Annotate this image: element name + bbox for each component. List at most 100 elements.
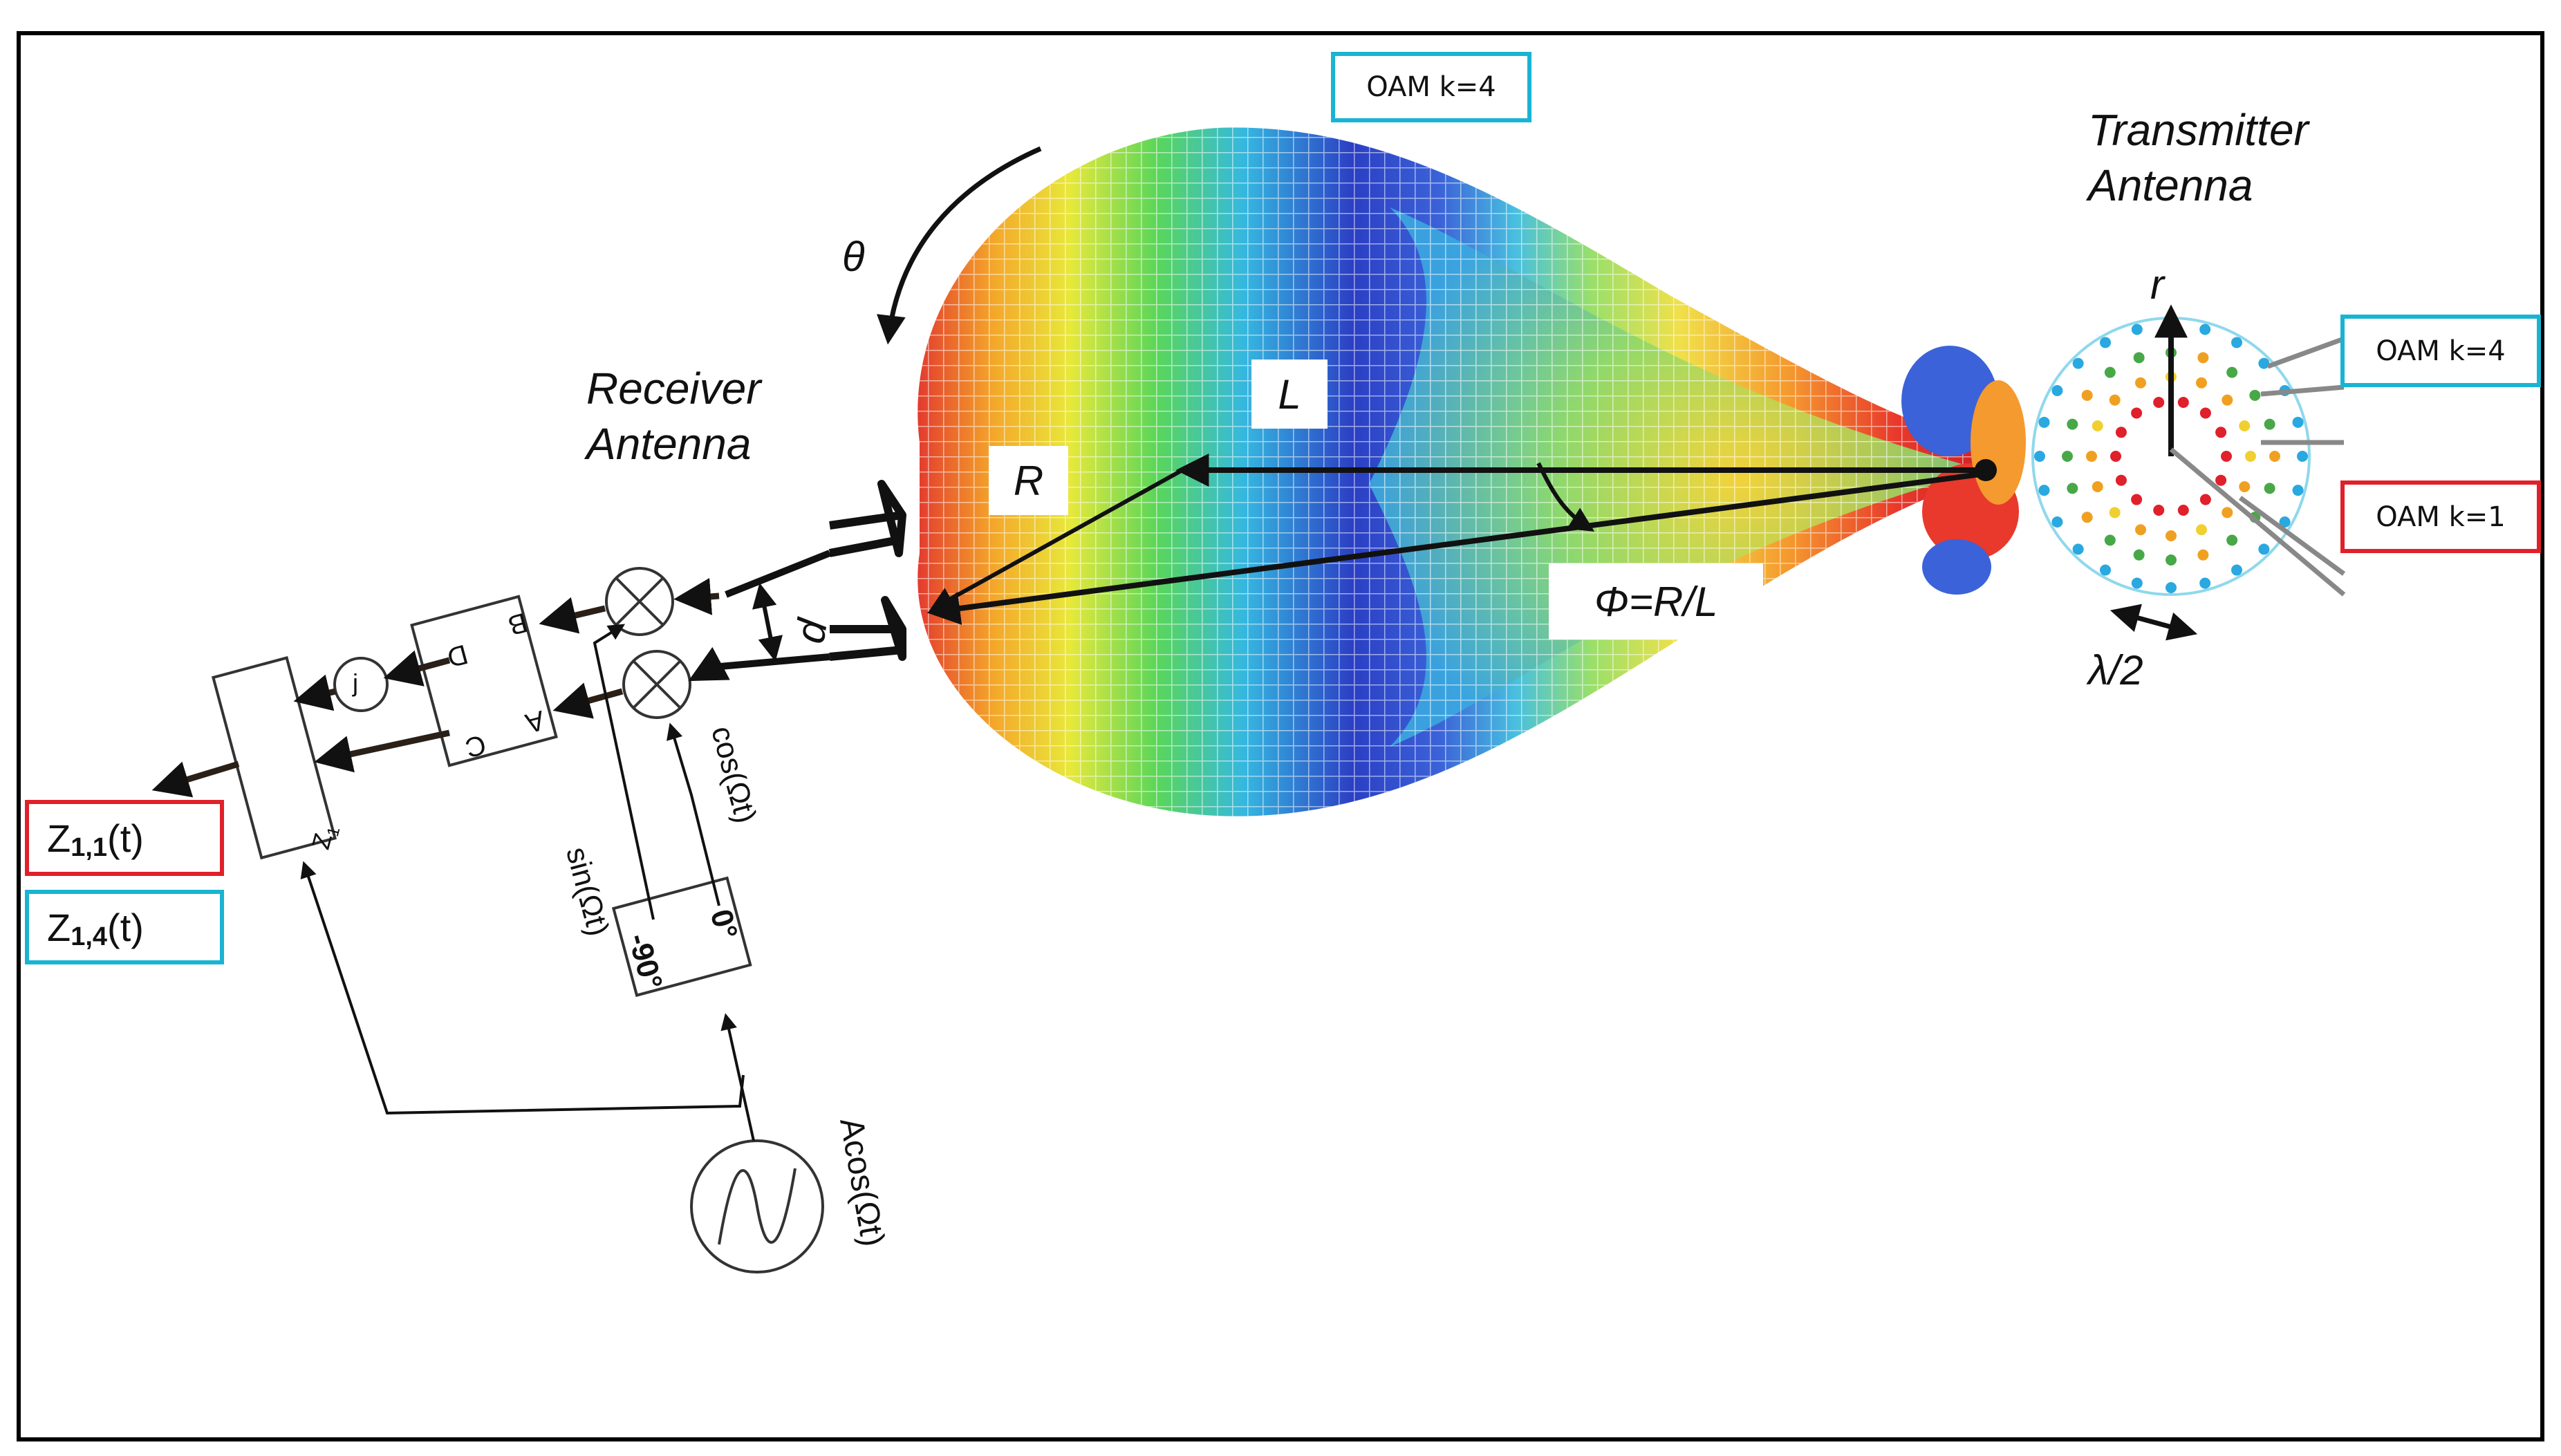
ring-dot — [2249, 389, 2261, 401]
ring-dot — [2038, 485, 2050, 496]
r-label: r — [2150, 261, 2166, 308]
ring-dot — [2221, 451, 2232, 462]
ring-dot — [2134, 524, 2146, 536]
ring-dot — [2279, 516, 2291, 528]
theta-arc — [877, 146, 1042, 345]
d-arrow — [752, 582, 783, 662]
lambda-label: λ/2 — [2086, 647, 2143, 693]
ring-dot — [2197, 549, 2209, 561]
ring-dot — [2199, 577, 2211, 589]
ring-dot — [2264, 418, 2275, 430]
tilted-vector — [926, 471, 1986, 625]
oam-k4-top-box: OAM k=4 — [1331, 52, 1531, 122]
ring-dot — [2081, 512, 2093, 523]
mixer-top — [605, 567, 674, 636]
ring-dot — [2051, 385, 2063, 396]
transmitter-label-2: Antenna — [2085, 160, 2253, 210]
R-label: R — [989, 446, 1068, 515]
oam-k1-right-box: OAM k=1 — [2340, 480, 2541, 553]
ring-dot — [2067, 418, 2078, 430]
ring-dot — [2269, 451, 2280, 462]
phi-label: Φ=R/L — [1549, 563, 1763, 640]
ring-dot — [2231, 337, 2242, 348]
ring-dot — [2153, 397, 2165, 409]
theta-label: θ — [842, 234, 865, 280]
ring-dot — [2239, 420, 2251, 431]
oam-k4-right-box: OAM k=4 — [2340, 315, 2541, 387]
ring-dot — [2258, 357, 2270, 369]
receiver-label-2: Antenna — [584, 419, 751, 469]
ring-dot — [2104, 534, 2116, 546]
R-vector — [929, 468, 1184, 611]
ring-dot — [2067, 483, 2078, 494]
j-label: j — [352, 669, 358, 697]
ring-dot — [2081, 389, 2093, 401]
ring-dot — [2177, 397, 2189, 409]
figure-frame — [17, 31, 2544, 1441]
ring-dot — [2100, 564, 2111, 576]
hybrid-coupler — [410, 595, 558, 767]
d-label: d — [786, 615, 836, 646]
cos-label: cos(Ωt) — [705, 722, 763, 827]
ring-dot — [2104, 366, 2116, 378]
signal-arrows — [151, 577, 730, 798]
ring-dot — [2166, 530, 2177, 541]
ring-dot — [2166, 582, 2177, 593]
ring-dot — [2109, 394, 2121, 406]
transmitter-label-1: Transmitter — [2088, 105, 2311, 155]
ring-dot — [2038, 416, 2050, 428]
ring-dot — [2166, 554, 2177, 566]
ring-dot — [2215, 474, 2227, 486]
ring-dot — [2109, 507, 2121, 519]
ring-dot — [2131, 494, 2143, 505]
ring-dot — [2199, 324, 2211, 335]
phase-shifter — [611, 876, 752, 998]
mixer-bottom — [622, 650, 691, 719]
ring-dot — [2115, 427, 2127, 438]
ring-dot — [2197, 352, 2209, 364]
ring-dot — [2292, 416, 2304, 428]
ring-dot — [2062, 451, 2073, 462]
ring-dot — [2196, 524, 2208, 536]
acos-label: Acos(Ωt) — [832, 1115, 891, 1249]
ring-dot — [2072, 543, 2084, 555]
receiver-label-1: Receiver — [586, 364, 763, 413]
lo-lines — [300, 624, 755, 1141]
ring-dot — [2177, 504, 2189, 516]
ring-dot — [2133, 549, 2145, 561]
lambda-arrow — [2110, 604, 2198, 641]
ring-dot — [2051, 516, 2063, 528]
ring-dot — [2258, 543, 2270, 555]
ring-dot — [2264, 483, 2275, 494]
ring-dot — [2100, 337, 2111, 348]
ring-dot — [2086, 451, 2097, 462]
ring-dot — [2131, 324, 2143, 335]
ring-dot — [2226, 534, 2238, 546]
ring-dot — [2110, 451, 2121, 462]
ring-dot — [2196, 377, 2208, 389]
ring-dot — [2226, 366, 2238, 378]
ring-dot — [2222, 394, 2233, 406]
oscillator — [690, 1139, 824, 1273]
ring-dot — [2092, 481, 2103, 493]
ring-dot — [2134, 377, 2146, 389]
ring-dot — [2215, 427, 2227, 438]
ring-dot — [2222, 507, 2233, 519]
phi-arc — [1536, 462, 1595, 532]
ring-dot — [2239, 481, 2251, 493]
ring-dot — [2133, 352, 2145, 364]
ring-dot — [2131, 577, 2143, 589]
ring-dot — [2153, 504, 2165, 516]
ring-dot — [2115, 474, 2127, 486]
ring-dot — [2072, 357, 2084, 369]
L-label: L — [1251, 360, 1328, 429]
ring-dot — [2245, 451, 2256, 462]
ring-dot — [2131, 407, 2143, 419]
ring-dot — [2292, 485, 2304, 496]
ring-dot — [2231, 564, 2242, 576]
receiver-antennas — [711, 480, 906, 671]
ring-dot — [2199, 407, 2211, 419]
